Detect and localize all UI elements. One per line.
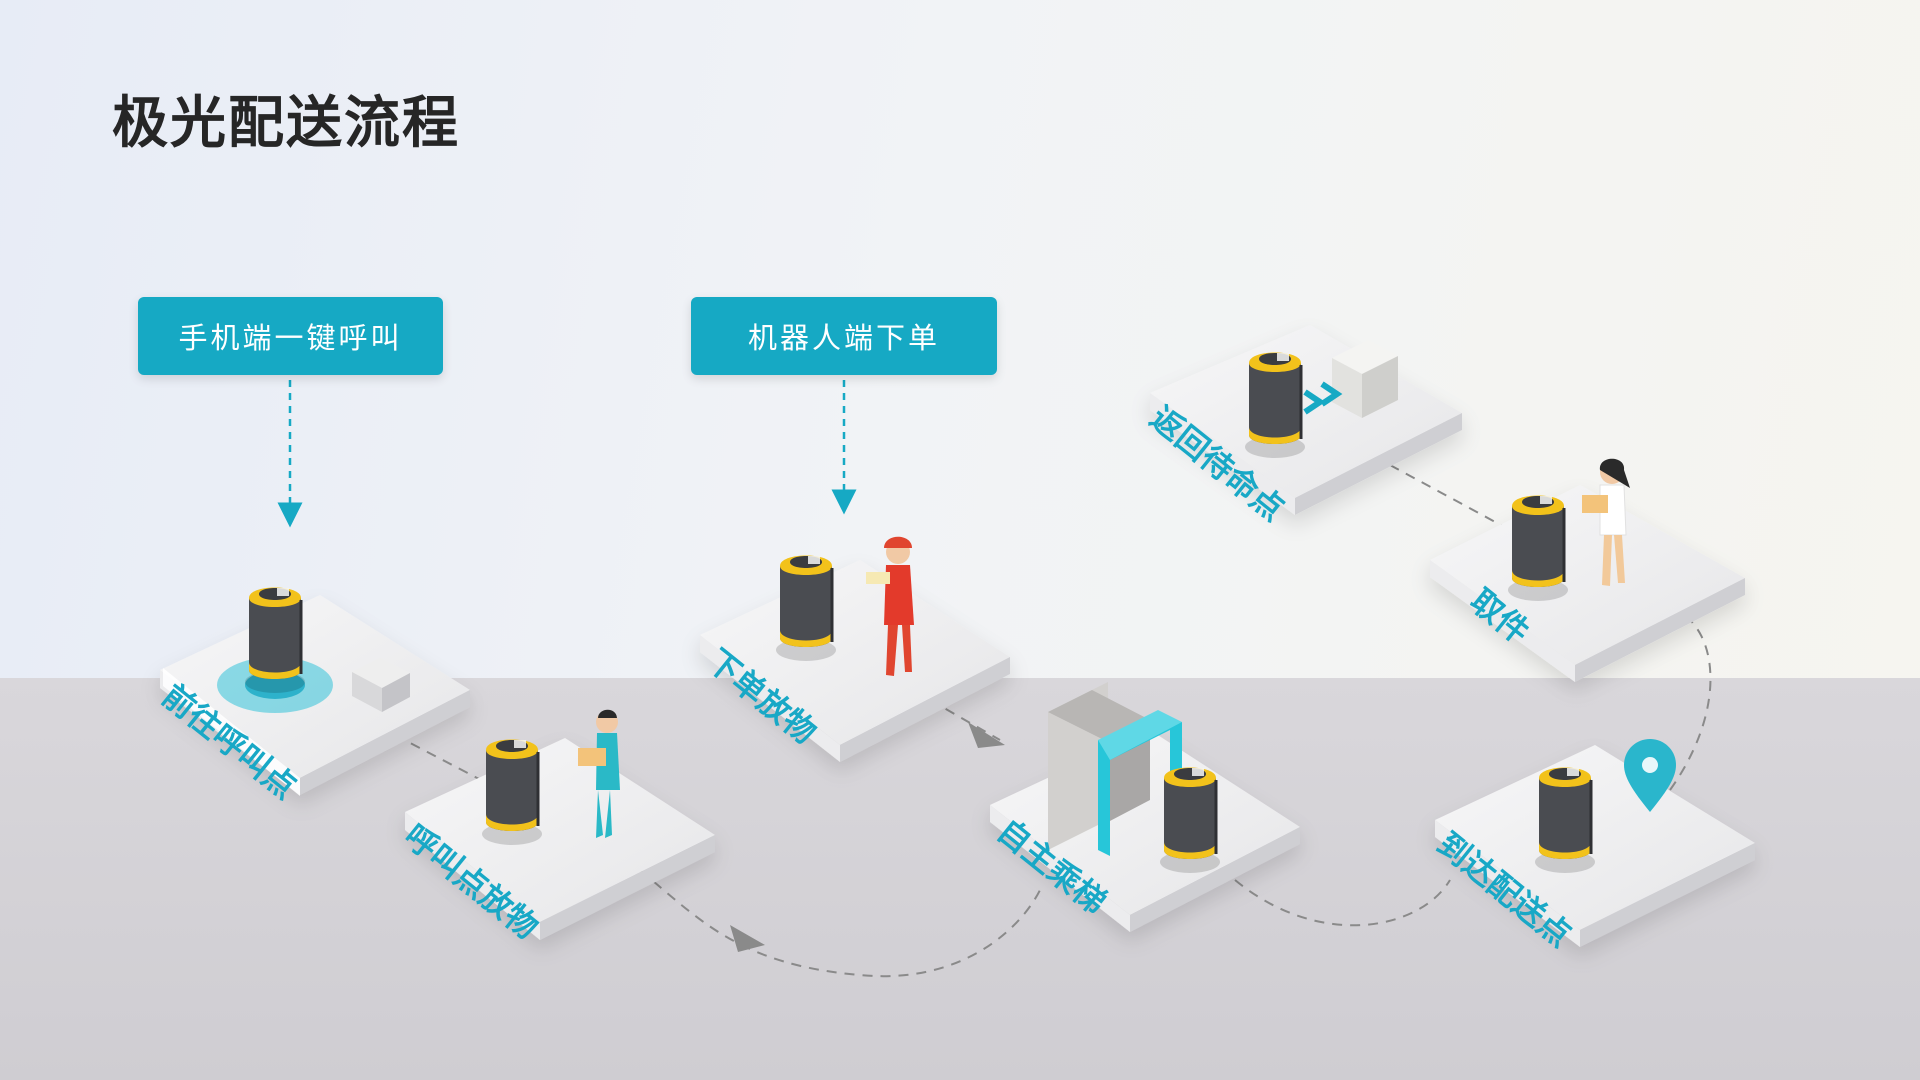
step-platform-order-place [700,560,1010,762]
person-icon [1582,458,1630,586]
robot-icon [1245,352,1305,458]
elevator-icon [1048,682,1182,856]
step-platform-arrive-delivery [1435,745,1755,947]
robot-icon [245,587,305,693]
chevron-right-icon [1303,381,1343,415]
flow-line-4 [1234,879,1451,927]
package-icon [352,658,410,712]
robot-icon [1508,495,1568,601]
flow-arrow-1 [730,925,765,952]
robot-icon [1535,767,1595,873]
flow-line-3 [929,699,1001,741]
step-platform-pickup [1430,485,1745,682]
page-title: 极光配送流程 [112,91,460,156]
robot-icon [482,739,542,845]
flow-line-5 [1669,619,1712,791]
flow-arrow-2 [968,722,1005,748]
robot-icon [776,555,836,661]
person-icon [578,709,620,838]
storage-cabinet-icon [1332,340,1398,418]
callout-phone-call: 手机端一键呼叫 [138,297,443,375]
callout-robot-order: 机器人端下单 [691,297,997,375]
robot-icon [1160,767,1220,873]
person-icon [866,536,914,676]
location-pin-icon [1624,739,1676,812]
step-platform-return-standby [1150,325,1462,515]
step-platform-place-at-call-point [405,738,715,940]
flow-line-6 [1389,464,1511,531]
